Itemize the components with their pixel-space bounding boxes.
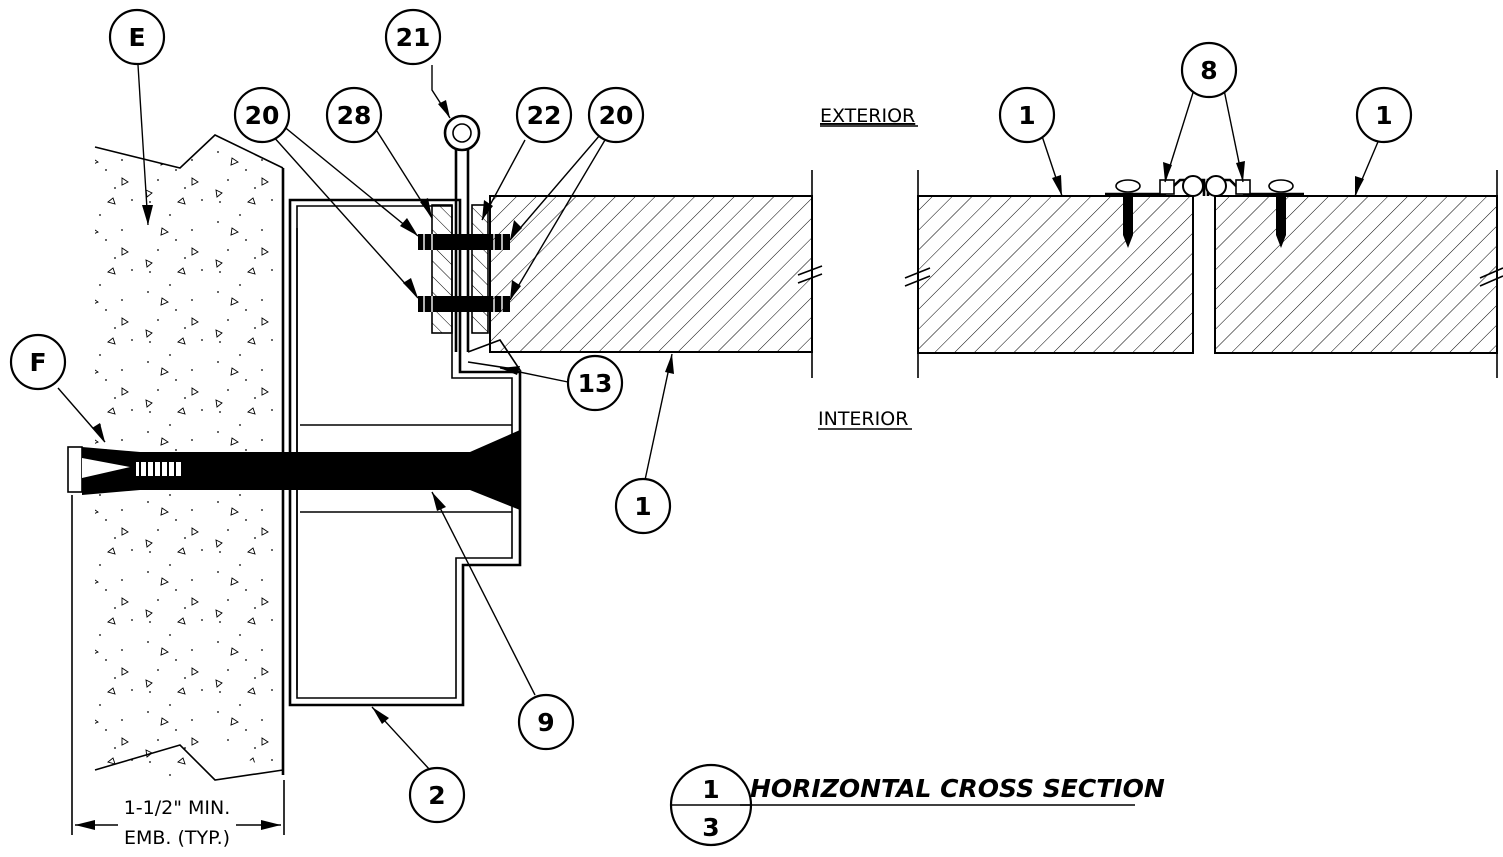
callout-1-left-panel-label: 1 bbox=[634, 492, 651, 521]
callout-22: 22 bbox=[515, 86, 573, 144]
interior-label: INTERIOR bbox=[818, 408, 908, 430]
callout-13-label: 13 bbox=[578, 369, 613, 398]
callout-28: 28 bbox=[325, 86, 383, 144]
callout-1-right-panel-b-label: 1 bbox=[1375, 101, 1392, 130]
callout-1-right-panel-a-label: 1 bbox=[1018, 101, 1035, 130]
callout-21: 21 bbox=[384, 8, 442, 66]
sheet-number: 3 bbox=[702, 813, 719, 842]
callout-2-label: 2 bbox=[428, 781, 445, 810]
anchor-bolt bbox=[67, 430, 520, 510]
callout-9: 9 bbox=[517, 693, 575, 751]
astragal-seal bbox=[1105, 175, 1304, 248]
callout-1-left-panel: 1 bbox=[614, 477, 672, 535]
callout-8-label: 8 bbox=[1200, 56, 1217, 85]
exterior-label: EXTERIOR bbox=[820, 105, 915, 127]
callout-E-label: E bbox=[128, 23, 145, 52]
door-panels-right bbox=[904, 170, 1503, 378]
callout-20-left-label: 20 bbox=[245, 101, 280, 130]
callout-E: E bbox=[108, 8, 166, 66]
callout-13: 13 bbox=[566, 354, 624, 412]
callout-F: F bbox=[9, 333, 67, 391]
callout-1-right-panel-a: 1 bbox=[998, 86, 1056, 144]
callout-8: 8 bbox=[1180, 41, 1238, 99]
detail-title-block: 1 3 HORIZONTAL CROSS SECTION bbox=[669, 763, 1165, 847]
callout-21-label: 21 bbox=[396, 23, 431, 52]
embedment-label-line1: 1-1/2" MIN. bbox=[124, 797, 231, 819]
callout-F-label: F bbox=[29, 348, 46, 377]
callout-1-right-panel-b: 1 bbox=[1355, 86, 1413, 144]
detail-title: HORIZONTAL CROSS SECTION bbox=[750, 774, 1165, 803]
detail-number: 1 bbox=[702, 775, 719, 804]
callout-28-label: 28 bbox=[337, 101, 372, 130]
callout-2: 2 bbox=[408, 766, 466, 824]
callout-20-right: 20 bbox=[587, 86, 645, 144]
door-panel-left bbox=[467, 170, 823, 378]
leader-arrowheads bbox=[92, 100, 1364, 724]
embedment-label-line2: EMB. (TYP.) bbox=[124, 827, 230, 849]
callout-9-label: 9 bbox=[537, 708, 554, 737]
embedment-dimension bbox=[71, 495, 285, 835]
callout-20-left: 20 bbox=[233, 86, 291, 144]
hinge-assembly bbox=[418, 114, 510, 352]
callout-22-label: 22 bbox=[527, 101, 562, 130]
callout-20-right-label: 20 bbox=[599, 101, 634, 130]
